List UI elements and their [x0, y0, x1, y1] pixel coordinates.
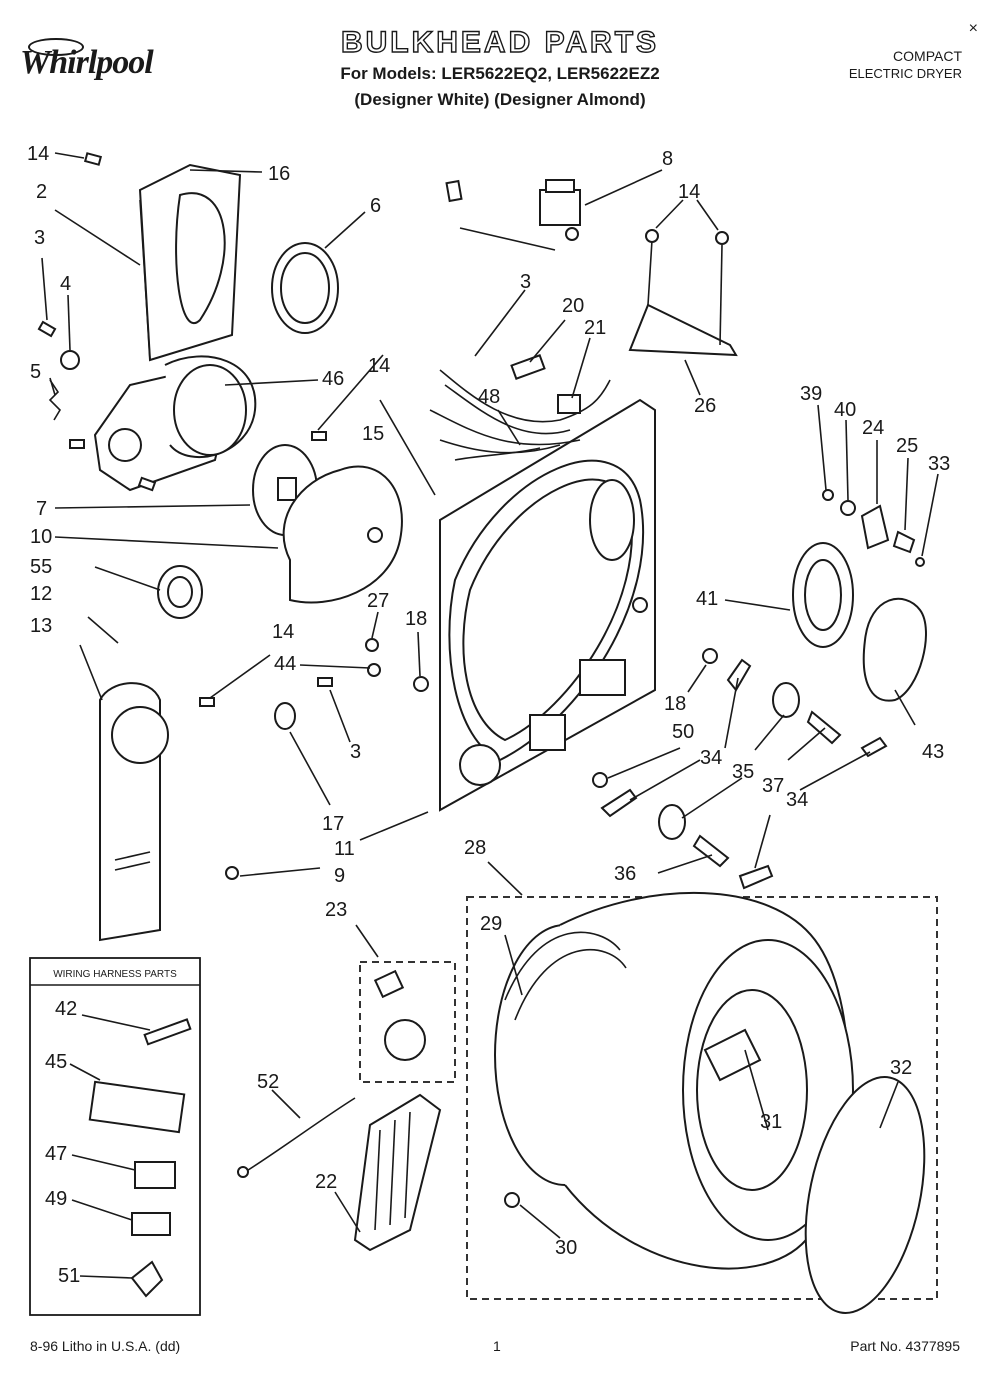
callout-label: 14 [27, 143, 49, 165]
page-title: BULKHEAD PARTS [340, 25, 660, 59]
callout-label: 11 [334, 838, 355, 860]
callout-label: 12 [30, 583, 52, 605]
callout-label: 17 [322, 813, 344, 835]
callout-label: 44 [274, 653, 296, 675]
corner-mark: × [968, 20, 978, 37]
callout-label: 40 [834, 399, 856, 421]
callout-label: 43 [922, 741, 944, 763]
blower-cover-part [282, 465, 403, 604]
product-type-line-1: COMPACT [893, 48, 962, 64]
callout-label: 20 [562, 295, 584, 317]
support-bracket-part [99, 682, 169, 942]
model-numbers: For Models: LER5622EQ2, LER5622EZ2 [340, 64, 660, 83]
callout-label: 3 [34, 227, 45, 249]
page-number: 1 [493, 1338, 501, 1354]
rear-bracket-part [138, 163, 242, 362]
callout-label: 4 [60, 273, 71, 295]
callout-label: 28 [464, 837, 486, 859]
blower-housing-part [93, 355, 257, 492]
callout-label: 29 [480, 913, 502, 935]
callout-label: 55 [30, 556, 52, 578]
callout-label: 10 [30, 526, 52, 548]
thermal-fuse-part [237, 1097, 356, 1178]
callout-label: 8 [662, 148, 673, 170]
inset-label: 42 [55, 998, 77, 1020]
screw-parts [37, 152, 429, 880]
callout-label: 16 [268, 163, 290, 185]
callout-label: 18 [405, 608, 427, 630]
seal-ring-part [271, 242, 339, 334]
lamp-housing-part [792, 542, 927, 702]
callout-label: 15 [362, 423, 384, 445]
callout-label: 22 [315, 1171, 337, 1193]
drum-part [494, 891, 854, 1270]
callout-label: 13 [30, 615, 52, 637]
callout-label: 14 [272, 621, 294, 643]
callout-label: 37 [762, 775, 784, 797]
leader-lines [41, 152, 939, 1279]
callout-label: 30 [555, 1237, 577, 1259]
inset-label: 49 [45, 1188, 67, 1210]
callout-label: 7 [36, 498, 47, 520]
bulkhead-screw-part [445, 179, 463, 203]
callout-label: 26 [694, 395, 716, 417]
wire-harness-part [429, 354, 611, 461]
callout-label: 2 [36, 181, 47, 203]
callout-label: 14 [678, 181, 700, 203]
callout-label: 48 [478, 386, 500, 408]
inset-label: 47 [45, 1143, 67, 1165]
mounting-plate-part [628, 229, 738, 357]
inset-title: WIRING HARNESS PARTS [53, 969, 177, 980]
lamp-socket-parts [822, 489, 925, 567]
product-type-line-2: ELECTRIC DRYER [848, 66, 962, 81]
callout-label: 21 [584, 317, 606, 339]
drum-seal-part [804, 1076, 926, 1314]
callout-label: 9 [334, 865, 345, 887]
callout-label: 31 [760, 1111, 782, 1133]
wiring-harness-inset [29, 957, 201, 1316]
duct-seal-part [157, 565, 203, 619]
callout-label: 39 [800, 383, 822, 405]
brand-logo: Whirlpool [20, 44, 154, 81]
callout-label: 46 [322, 368, 344, 390]
callout-label: 24 [862, 417, 884, 439]
brand-swoosh-icon [28, 38, 84, 56]
bulkhead-panel-part [439, 398, 656, 812]
callout-label: 14 [368, 355, 390, 377]
callout-label: 18 [664, 693, 686, 715]
callout-label: 23 [325, 899, 347, 921]
roller-parts [592, 648, 888, 890]
callout-label: 33 [928, 453, 950, 475]
callout-label: 27 [367, 590, 389, 612]
callout-label: 5 [30, 361, 41, 383]
inset-label: 51 [58, 1265, 80, 1287]
callout-label: 32 [890, 1057, 912, 1079]
part-number: Part No. 4377895 [850, 1338, 960, 1354]
callout-label: 25 [896, 435, 918, 457]
inset-label: 45 [45, 1051, 67, 1073]
callout-label: 35 [732, 761, 754, 783]
callout-label: 3 [350, 741, 361, 763]
callout-label: 41 [696, 588, 718, 610]
callout-label: 52 [257, 1071, 279, 1093]
callout-label: 34 [786, 789, 808, 811]
thermostat-kit-part [373, 969, 426, 1061]
model-colors: (Designer White) (Designer Almond) [354, 90, 646, 109]
callout-label: 50 [672, 721, 694, 743]
callout-label: 3 [520, 271, 531, 293]
callout-label: 34 [700, 747, 722, 769]
callout-label: 6 [370, 195, 381, 217]
callout-label: 36 [614, 863, 636, 885]
door-switch-part [539, 179, 581, 241]
heater-element-part [353, 1093, 442, 1252]
footer-print-info: 8-96 Litho in U.S.A. (dd) [30, 1338, 181, 1354]
